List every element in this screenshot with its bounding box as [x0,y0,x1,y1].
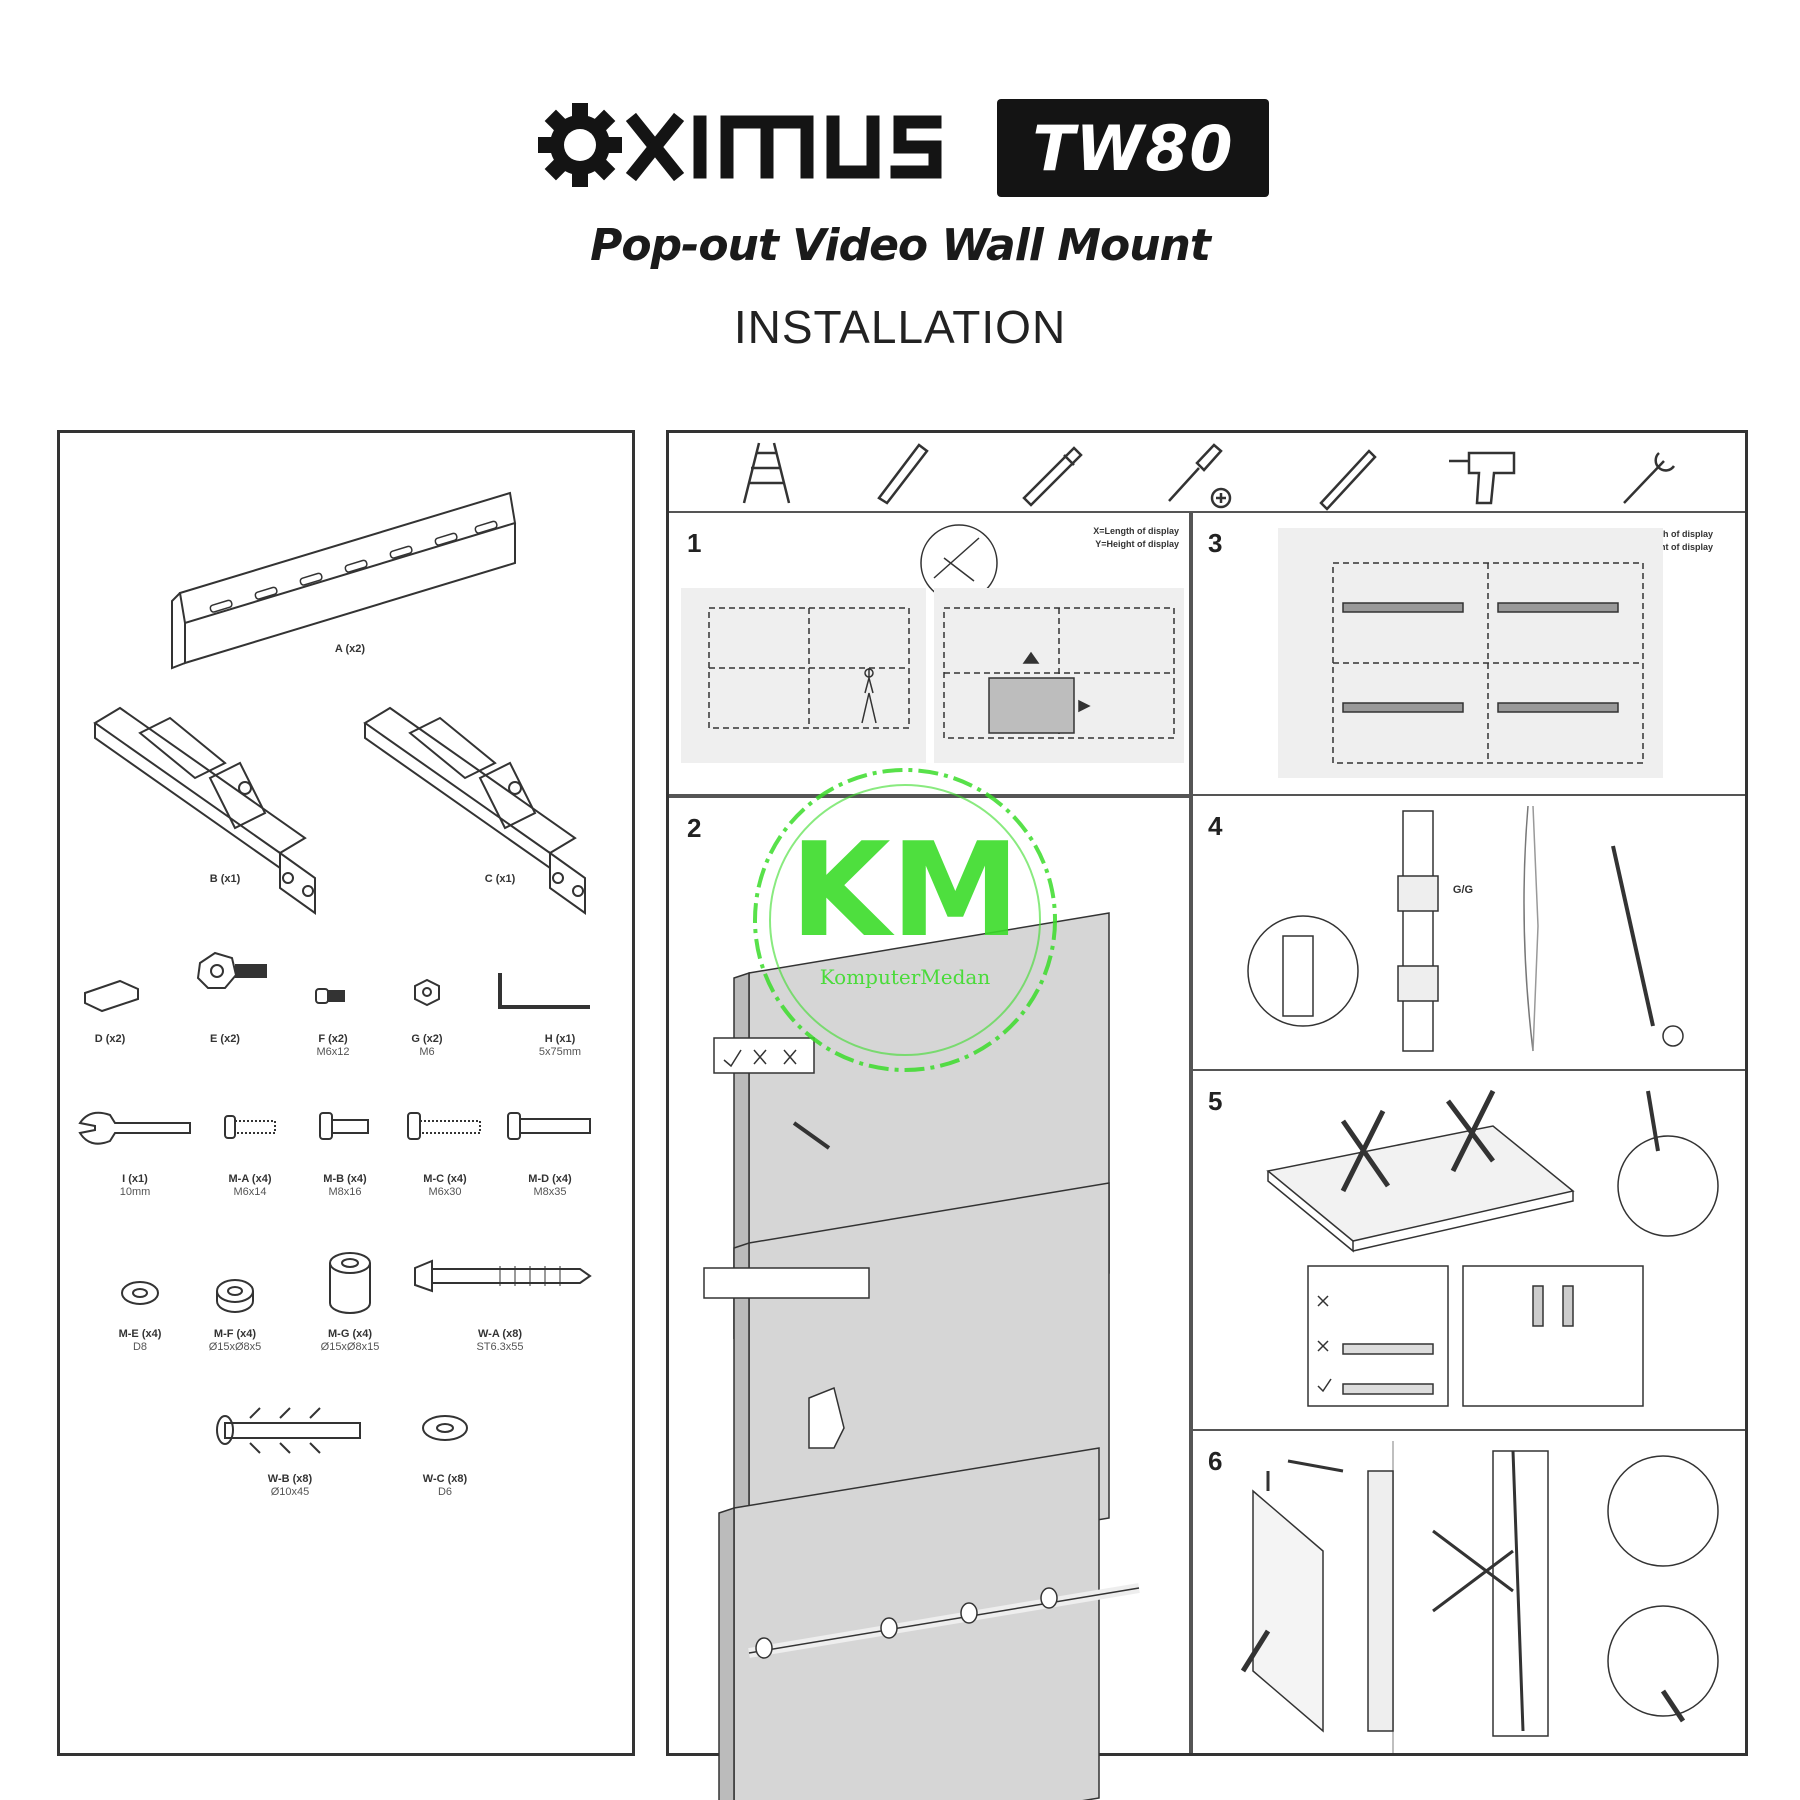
part-label-wb: W-B (x8)Ø10x45 [267,1473,313,1498]
part-label-b: B (x1) [209,873,241,885]
wrench-icon [1623,452,1676,504]
part-label-mc: M-C (x4)M6x30 [423,1173,467,1198]
part-label-wa: W-A (x8)ST6.3x55 [476,1328,524,1353]
step-1-number: 1 [687,528,702,558]
step-2-number: 2 [687,813,702,843]
washer-wc-drawing [422,1415,468,1441]
arm-c-drawing [363,706,586,915]
brand-logo [535,100,965,190]
part-label-a: A (x2) [334,643,366,655]
product-subtitle: Pop-out Video Wall Mount [590,220,1211,271]
screw-f-drawing [315,988,345,1004]
tools-row [669,433,1745,513]
part-label-f: F (x2)M6x12 [316,1033,350,1058]
part-label-me: M-E (x4)D8 [118,1328,162,1353]
parts-illustrations [78,491,592,1454]
part-label-md: M-D (x4)M8x35 [528,1173,572,1198]
marker-icon [1319,449,1377,511]
part-label-i: I (x1)10mm [119,1173,151,1198]
anchor-wb-drawing [216,1407,361,1454]
step-6-number: 6 [1208,1446,1223,1476]
model-name: TW80 [1032,111,1234,185]
part-label-d: D (x2) [94,1033,126,1045]
part-label-c: C (x1) [484,873,516,885]
part-label-mg: M-G (x4)Ø15xØ8x15 [320,1328,380,1353]
watermark: KM KomputerMedan [745,760,1065,1080]
section-title: INSTALLATION [733,301,1067,353]
step-2: 2 [669,796,1191,1800]
level-icon [877,443,929,505]
ladder-icon [742,442,791,504]
nut-g-drawing [414,978,440,1007]
arm-b-drawing [93,706,316,915]
pencil-icon [1022,446,1083,507]
part-label-mb: M-B (x4)M8x16 [323,1173,367,1198]
power-drill-icon [1449,451,1516,505]
step-4: 4 G/G [1191,796,1745,1071]
step-4-marker: G/G [1452,884,1474,896]
screw-wa-drawing [414,1259,592,1293]
knob-e-drawing [196,951,267,989]
clip-d-drawing [84,979,139,1013]
step-3-number: 3 [1208,528,1223,558]
watermark-initials: KM [789,814,1021,966]
washer-me-drawing [121,1281,159,1305]
bolt-mc-drawing [407,1112,481,1140]
part-label-ma: M-A (x4)M6x14 [228,1173,272,1198]
wrench-i-drawing [78,1111,191,1145]
part-label-wc: W-C (x8)D6 [422,1473,468,1498]
phillips-screwdriver-icon [1168,443,1232,509]
rail-a-drawing [171,491,517,670]
bolt-md-drawing [507,1112,591,1140]
step-5-number: 5 [1208,1086,1223,1116]
step-5: 5 [1191,1071,1745,1431]
washer-mf-drawing [216,1279,254,1313]
part-label-e: E (x2) [210,1033,240,1045]
model-badge: TW80 [997,99,1269,197]
parts-list-panel: A (x2) B (x1) C (x1) D (x2) E (x2) F (x2… [57,430,635,1756]
allen-key-h-drawing [498,973,590,1009]
part-label-g: G (x2)M6 [411,1033,443,1058]
watermark-text: KomputerMedan [819,965,991,989]
step-6: 6 [1191,1431,1745,1753]
bolt-mb-drawing [319,1112,369,1140]
bolt-ma-drawing [224,1115,276,1139]
part-label-mf: M-F (x4)Ø15xØ8x5 [208,1328,262,1353]
part-label-h: H (x1)5x75mm [538,1033,582,1058]
spacer-mg-drawing [329,1252,371,1314]
step-4-number: 4 [1208,811,1223,841]
